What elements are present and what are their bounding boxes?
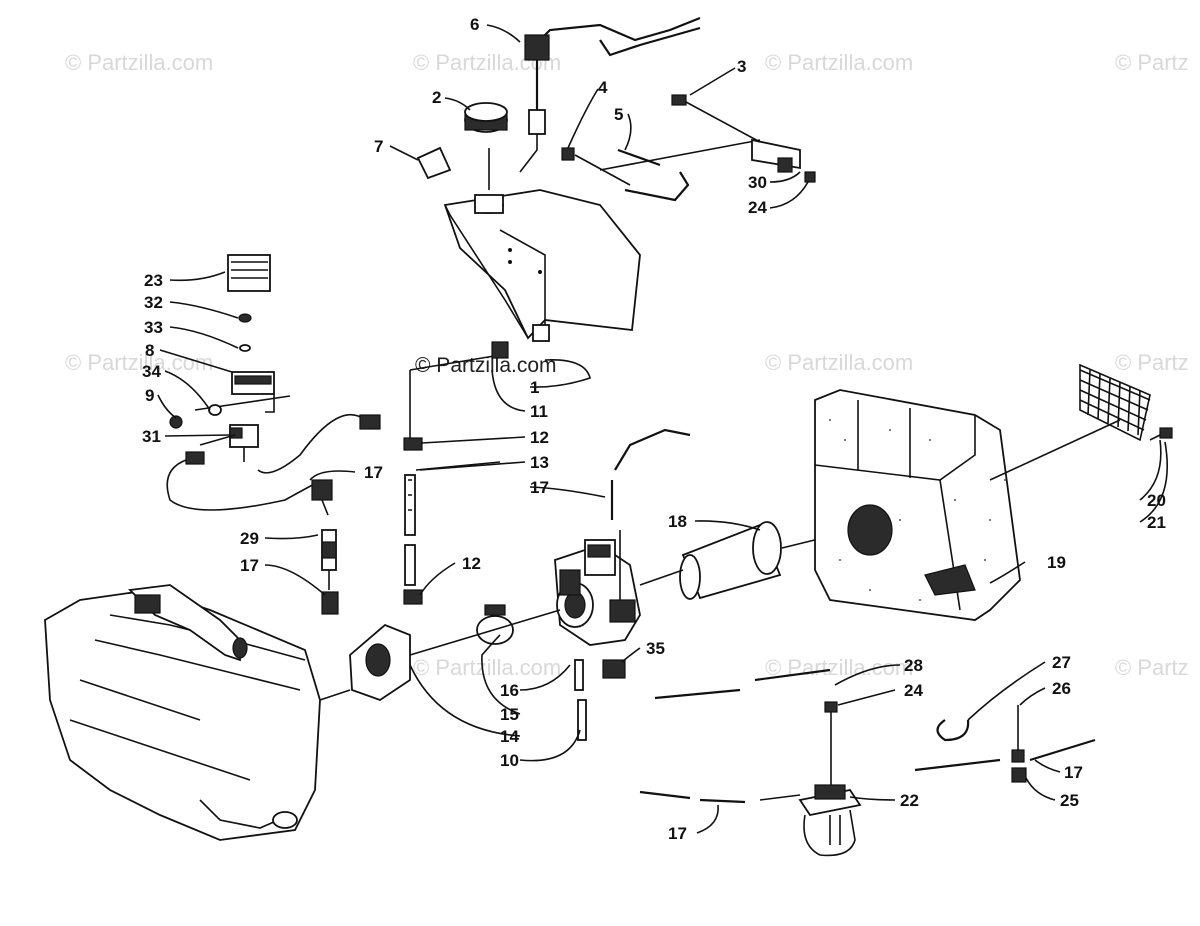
callout-35: 35 [646, 639, 665, 658]
callout-11: 11 [530, 402, 548, 421]
fitting-35 [602, 659, 626, 679]
callout-17: 17 [1064, 763, 1083, 782]
callout-2: 2 [432, 88, 441, 107]
callout-26: 26 [1052, 679, 1071, 698]
air-silencer [814, 389, 1121, 621]
callout-labels: 6 2 4 5 3 7 30 24 23 32 33 8 34 9 31 1 1… [142, 15, 1166, 843]
callout-12: 12 [530, 428, 549, 447]
callout-10: 10 [500, 751, 519, 770]
callout-20: 20 [1147, 491, 1166, 510]
intake-boot [639, 521, 836, 600]
callout-15: 15 [500, 705, 519, 724]
callout-24: 24 [748, 198, 767, 217]
callout-8: 8 [145, 341, 154, 360]
callout-22: 22 [900, 791, 919, 810]
watermark-main: © Partzilla.com [415, 354, 557, 377]
callout-14: 14 [500, 727, 519, 746]
callout-13: 13 [530, 453, 549, 472]
watermark: © Partzilla.com [65, 50, 213, 75]
fuel-line-hose [403, 341, 509, 605]
carb-flange [319, 604, 561, 701]
callout-29: 29 [240, 529, 259, 548]
callout-32: 32 [144, 293, 163, 312]
callout-27: 27 [1052, 653, 1071, 672]
callout-17: 17 [530, 478, 549, 497]
callout-24: 24 [904, 681, 923, 700]
watermark: © Partz [1115, 50, 1189, 75]
fuel-tank [443, 189, 641, 342]
callout-31: 31 [142, 427, 161, 446]
callout-17: 17 [364, 463, 383, 482]
fuel-pump [639, 668, 1096, 857]
callout-23: 23 [144, 271, 163, 290]
callout-6: 6 [470, 15, 479, 34]
callout-33: 33 [144, 318, 163, 337]
watermark: © Partzilla.com [765, 50, 913, 75]
callout-17: 17 [240, 556, 259, 575]
watermark: © Partz [1115, 350, 1189, 375]
vent-assembly [561, 94, 816, 202]
callout-25: 25 [1060, 791, 1079, 810]
decal [416, 146, 452, 180]
watermark: © Partzilla.com [413, 655, 561, 680]
callout-1: 1 [530, 378, 539, 397]
callout-5: 5 [614, 105, 623, 124]
hose-10b [577, 699, 587, 741]
fuel-valve-assembly [166, 254, 381, 511]
carburetor [554, 428, 691, 646]
watermark: © Partzilla.com [765, 350, 913, 375]
callout-18: 18 [668, 512, 687, 531]
callout-19: 19 [1047, 553, 1066, 572]
hose-10 [574, 659, 584, 691]
fuel-cap [464, 102, 508, 214]
watermark: © Partzilla.com [65, 350, 213, 375]
callout-16: 16 [500, 681, 519, 700]
callout-7: 7 [374, 137, 383, 156]
callout-17: 17 [668, 824, 687, 843]
callout-9: 9 [145, 386, 154, 405]
callout-21: 21 [1147, 513, 1166, 532]
callout-4: 4 [598, 78, 608, 97]
callout-30: 30 [748, 173, 767, 192]
fuel-filter [311, 479, 339, 615]
callout-34: 34 [142, 362, 161, 381]
callout-3: 3 [737, 57, 746, 76]
leader-lines [157, 24, 1168, 834]
screen-mesh [1079, 363, 1173, 442]
fuel-gauge-sender [519, 16, 701, 173]
callout-28: 28 [904, 656, 923, 675]
callout-12: 12 [462, 554, 481, 573]
engine [44, 584, 321, 841]
watermark: © Partz [1115, 655, 1189, 680]
